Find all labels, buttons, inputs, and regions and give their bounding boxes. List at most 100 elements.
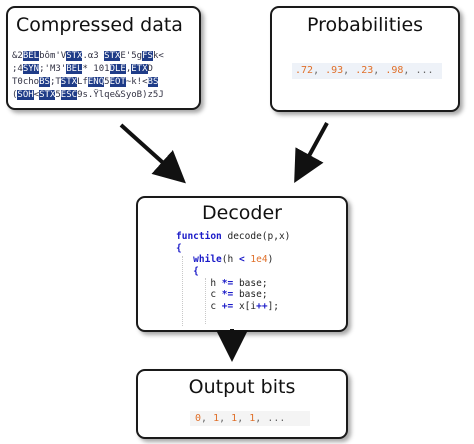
code-token: c [210, 301, 222, 313]
output-bit: 1 [231, 413, 238, 424]
ellipsis: ... [415, 65, 434, 76]
code-token: x[i [233, 301, 257, 313]
arrow-compressed-to-decoder [119, 123, 186, 184]
decoder-code: function decode(p,x){ while(h < 1e4) { h… [176, 231, 290, 313]
control-char-token: DLE [109, 64, 126, 74]
code-line: c += x[i++]; [176, 301, 290, 313]
byte-text-token: 5 [104, 77, 110, 87]
byte-text-token: ~k!< [125, 77, 148, 87]
output-bits-title: Output bits [188, 376, 296, 398]
control-char-token: BEL [22, 51, 40, 61]
control-char-token: BS [147, 77, 159, 87]
byte-text-token: T0cho [12, 77, 40, 87]
code-token: base; [233, 277, 268, 289]
code-line: function decode(p,x) [176, 231, 290, 243]
control-char-token: SYN [22, 64, 40, 74]
control-char-token: BEL [66, 64, 83, 74]
byte-text-token: bôm'V [39, 51, 67, 61]
control-char-token: STX [66, 51, 83, 61]
byte-text-token: < [33, 90, 40, 100]
byte-text-token: ( [12, 90, 18, 100]
probability-value: .98 [385, 65, 404, 76]
control-char-token: EOT [109, 77, 126, 87]
code-line: { [176, 243, 290, 255]
separator: , [201, 413, 214, 424]
control-char-token: STX [104, 51, 121, 61]
code-token: { [176, 242, 182, 254]
probability-value: .23 [355, 65, 374, 76]
byte-text-token: 9s.Ÿlqe&SyoB)z5J [77, 90, 164, 100]
separator: , [313, 65, 326, 76]
byte-text-token: D [147, 64, 153, 74]
code-token: 1e4 [250, 254, 268, 266]
decoder-title: Decoder [202, 202, 282, 224]
code-token: ++ [256, 301, 268, 313]
code-token: < [238, 254, 245, 266]
separator: , [255, 413, 268, 424]
code-line: h *= base; [176, 278, 290, 290]
code-indent-guide [205, 278, 206, 324]
code-token: *= [221, 277, 234, 289]
compressed-data-line: ;4SYN;'M3'BEL* 101DLE,ETXD [12, 63, 198, 76]
control-char-token: STX [60, 77, 78, 87]
byte-text-token: &2 [12, 51, 23, 61]
output-bit: 0 [195, 413, 202, 424]
byte-text-token: ;4 [12, 64, 23, 74]
compressed-data-line: (SOH<STX5ESC9s.Ÿlqe&SyoB)z5J [12, 89, 198, 102]
separator: , [237, 413, 250, 424]
code-token: h [210, 277, 222, 289]
control-char-token: FS [142, 51, 153, 61]
control-char-token: BS [39, 77, 50, 87]
compressed-data-content: &2BELbôm'VSTX.α3 STXE'5gFSk<;4SYN;'M3'BE… [12, 50, 198, 102]
byte-text-token: * 101 [82, 64, 110, 74]
byte-text-token: , [125, 64, 132, 74]
byte-text-token: k< [152, 51, 164, 61]
byte-text-token: Lf [77, 77, 88, 87]
compressed-data-title: Compressed data [16, 14, 183, 36]
code-indent-guide [182, 256, 183, 326]
code-token: ]; [267, 301, 280, 313]
byte-text-token: 5 [55, 90, 61, 100]
code-token: c [210, 289, 222, 301]
output-bit: 1 [249, 413, 256, 424]
probability-value: .72 [295, 65, 314, 76]
probabilities-values: .72, .93, .23, .98, ... [292, 63, 442, 79]
code-token: base; [233, 289, 268, 301]
compressed-data-line: &2BELbôm'VSTX.α3 STXE'5gFSk< [12, 50, 198, 63]
probabilities-box: Probabilities .72, .93, .23, .98, ... [270, 6, 460, 112]
output-bits-values: 0, 1, 1, 1, ... [190, 411, 310, 426]
separator: , [219, 413, 232, 424]
code-line: { [176, 266, 290, 278]
byte-text-token: E'5g [120, 51, 143, 61]
control-char-token: SOH [17, 90, 34, 100]
separator: , [403, 65, 416, 76]
compressed-data-line: T0choBS;TSTXLfENQ5EOT~k!<BS [12, 76, 198, 89]
code-token: += [221, 301, 234, 313]
code-token: { [193, 266, 199, 278]
probabilities-title: Probabilities [306, 14, 424, 36]
probability-value: .93 [325, 65, 344, 76]
separator: , [373, 65, 386, 76]
control-char-token: STX [39, 90, 56, 100]
ellipsis: ... [267, 413, 286, 424]
code-token: *= [221, 289, 234, 301]
code-line: c *= base; [176, 289, 290, 301]
code-token: while [193, 254, 222, 266]
byte-text-token: ;T [49, 77, 61, 87]
control-char-token: ETX [131, 64, 148, 74]
byte-text-token: ;'M3' [39, 64, 67, 74]
compressed-data-box: Compressed data &2BELbôm'VSTX.α3 STXE'5g… [6, 6, 201, 110]
byte-text-token: .α3 [82, 51, 105, 61]
code-line: while(h < 1e4) [176, 254, 290, 266]
code-token: function [176, 231, 222, 242]
arrow-probabilities-to-decoder [294, 122, 329, 184]
code-token: decode(p,x) [221, 231, 291, 242]
control-char-token: ESC [60, 90, 78, 100]
output-bits-box: Output bits 0, 1, 1, 1, ... [136, 369, 348, 439]
separator: , [343, 65, 356, 76]
control-char-token: ENQ [87, 77, 105, 87]
output-bit: 1 [213, 413, 220, 424]
code-token: ) [267, 254, 274, 266]
code-token: (h [221, 254, 239, 266]
